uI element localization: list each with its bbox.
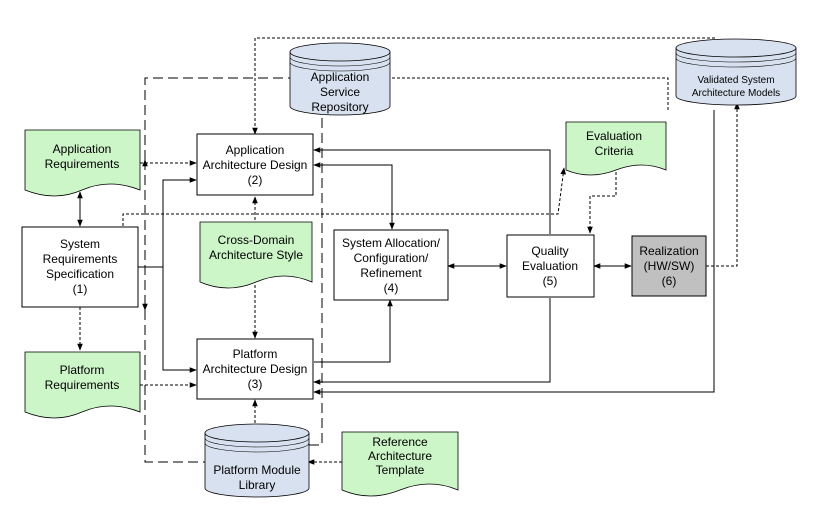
doc-ref-line1: Reference: [372, 435, 428, 449]
quality-to-repository-connector: [382, 75, 669, 110]
doc-plat-req-line1: Platform: [60, 363, 105, 377]
process-quality-evaluation: Quality Evaluation (5): [506, 234, 595, 298]
connectors: [77, 37, 740, 465]
criteria-rail-connector: [122, 167, 566, 226]
database-validated-models: Validated System Architecture Models: [675, 38, 797, 106]
doc-cross-domain-line1: Cross-Domain: [218, 233, 295, 247]
proc-alloc-line3: Refinement: [360, 266, 422, 280]
db-validated-line2: Architecture Models: [692, 88, 780, 99]
process-system-allocation: System Allocation/ Configuration/ Refine…: [333, 229, 449, 301]
document-app-requirements: Application Requirements: [24, 129, 141, 197]
db-validated-line1: Validated System: [697, 75, 774, 86]
proc-app-arch-line3: (2): [248, 173, 263, 187]
doc-ref-line3: Template: [376, 463, 425, 477]
quality-to-app-arch-feedback: [313, 147, 551, 234]
process-realization: Realization (HW/SW) (6): [631, 235, 707, 297]
quality-to-plat-arch-feedback: [313, 298, 551, 385]
proc-alloc-line2: Configuration/: [354, 251, 429, 265]
db-repo-line1: Application: [311, 70, 370, 84]
proc-sysreq-line1: System: [60, 237, 100, 251]
doc-ref-line2: Architecture: [368, 449, 432, 463]
validated-to-plat-arch-feedback: [313, 110, 715, 395]
proc-quality-line1: Quality: [531, 244, 568, 258]
sysreq-to-plat-arch: [162, 267, 197, 373]
proc-alloc-line1: System Allocation/: [342, 236, 441, 250]
sysreq-to-app-arch: [138, 177, 197, 268]
db-library-line1: Platform Module: [213, 463, 301, 477]
db-library-line2: Library: [239, 478, 276, 492]
doc-cross-domain-line2: Architecture Style: [209, 248, 303, 262]
doc-eval-line2: Criteria: [595, 144, 634, 158]
proc-sysreq-line2: Requirements: [43, 252, 118, 266]
db-repo-line2: Service: [320, 85, 360, 99]
proc-app-arch-line2: Architecture Design: [203, 158, 308, 172]
proc-realization-line2: (HW/SW): [644, 259, 695, 273]
document-cross-domain: Cross-Domain Architecture Style: [199, 221, 313, 289]
process-system-requirements: System Requirements Specification (1): [21, 226, 139, 308]
proc-realization-line1: Realization: [639, 244, 698, 258]
db-repo-line3: Repository: [311, 100, 368, 114]
document-eval-criteria: Evaluation Criteria: [565, 121, 667, 176]
proc-realization-line3: (6): [662, 274, 677, 288]
proc-quality-line3: (5): [543, 274, 558, 288]
document-ref-template: Reference Architecture Template: [341, 431, 459, 497]
repository-dash-vertical: [308, 103, 323, 446]
realization-to-validated-models: [706, 102, 740, 267]
proc-plat-arch-line3: (3): [248, 377, 263, 391]
process-plat-architecture: Platform Architecture Design (3): [196, 338, 314, 400]
doc-app-req-line1: Application: [53, 142, 112, 156]
criteria-to-quality: [587, 172, 617, 234]
proc-plat-arch-line1: Platform: [233, 347, 278, 361]
proc-sysreq-line4: (1): [73, 282, 88, 296]
doc-plat-req-line2: Requirements: [45, 378, 120, 392]
database-platform-module-library: Platform Module Library: [204, 423, 310, 498]
database-app-service-repository: Application Service Repository: [289, 42, 391, 116]
app-arch-to-allocation: [313, 162, 395, 230]
doc-app-req-line2: Requirements: [45, 157, 120, 171]
proc-app-arch-line1: Application: [226, 143, 285, 157]
proc-plat-arch-line2: Architecture Design: [203, 362, 308, 376]
proc-alloc-line4: (4): [384, 281, 399, 295]
repository-loop-connector: [144, 77, 296, 463]
doc-eval-line1: Evaluation: [586, 129, 642, 143]
proc-sysreq-line3: Specification: [46, 267, 114, 281]
plat-arch-to-allocation: [314, 299, 393, 363]
proc-quality-line2: Evaluation: [522, 259, 578, 273]
process-app-architecture: Application Architecture Design (2): [196, 133, 314, 196]
document-plat-requirements: Platform Requirements: [24, 351, 141, 419]
